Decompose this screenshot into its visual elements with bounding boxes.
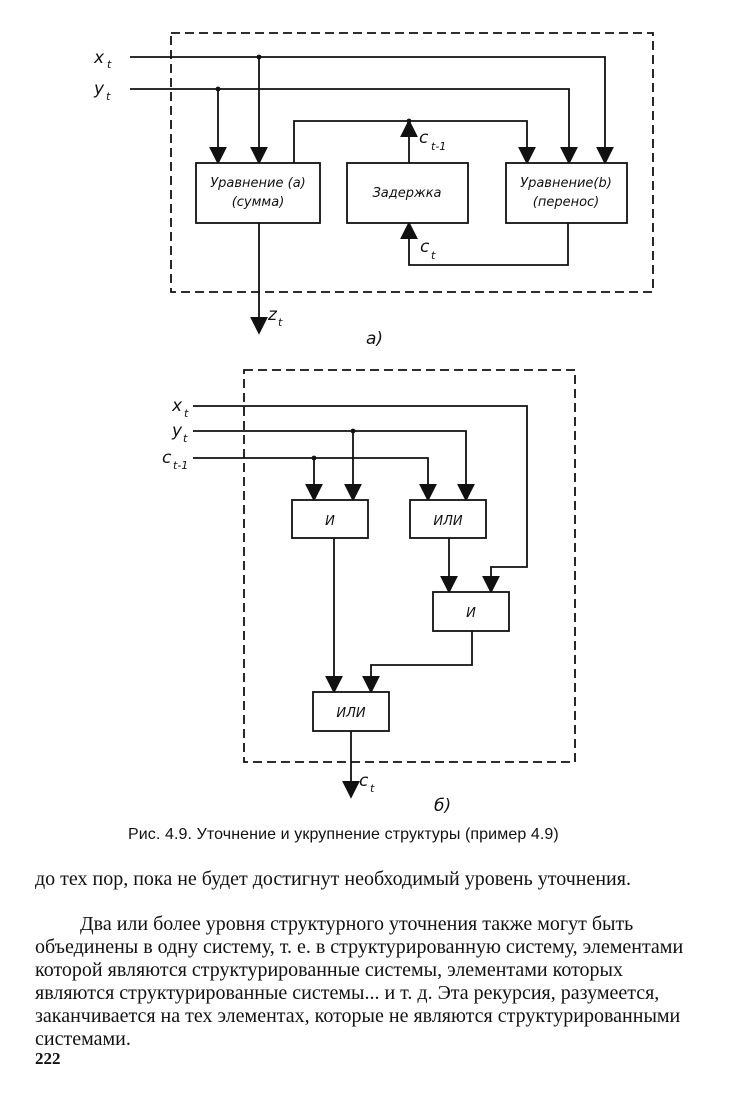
sum-block-line-1: Уравнение (a) [210,176,306,191]
y-input-line-top [130,88,578,165]
top-carry-prev-label: c [419,128,429,148]
body-paragraph-2: Два или более уровня структурного уточне… [35,913,684,1050]
bottom-x-input-label: x [171,396,183,416]
y-junction-dot [215,86,221,92]
bottom-c-input-subscript: t-1 [173,459,188,472]
top-y-input-subscript: t [106,90,111,103]
or-gate-2 [312,691,390,732]
bottom-c-output-subscript: t [370,782,375,795]
top-z-output-subscript: t [278,316,283,329]
c-input-line-bottom [193,457,437,502]
and-gate-1-label: И [325,514,335,529]
bottom-system-boundary [243,369,576,763]
or-gate-2-label: ИЛИ [336,706,366,721]
bottom-y-input-label: y [171,421,183,441]
delay-block-label: Задержка [372,186,441,201]
and2-to-or2-line [362,631,473,694]
or-gate-1 [409,499,487,539]
x-input-line-top [130,56,614,165]
top-carry-current-label: c [420,237,430,257]
body-paragraph-1: до тех пор, пока не будет достигнут необ… [35,868,631,890]
bottom-c-junction-dot [311,455,317,461]
bottom-c-input-label: c [162,448,172,468]
y-input-line-bottom [193,430,475,502]
carry-equation-block [505,162,628,224]
bottom-y-input-subscript: t [183,432,188,445]
bottom-x-input-subscript: t [184,407,189,420]
top-y-input-label: y [93,79,105,99]
carry-block-line-1: Уравнение(b) [520,176,612,191]
page-number: 222 [35,1049,61,1068]
figure-caption: Рис. 4.9. Уточнение и укрупнение структу… [128,826,559,843]
top-z-output-label: z [267,305,278,325]
top-panel-label: а) [366,329,383,349]
carry-block-line-2: (перенос) [533,195,600,210]
top-carry-current-subscript: t [431,249,436,262]
and-gate-2-label: И [466,606,476,621]
bottom-c-output-label: c [359,771,369,791]
top-x-input-label: x [93,48,105,68]
sum-equation-block [195,162,321,224]
carry-prev-line-top [293,120,536,165]
delay-block [346,162,469,224]
or-gate-1-label: ИЛИ [433,514,463,529]
carry-junction-dot [406,118,412,124]
and-gate-1 [291,499,369,539]
top-x-input-subscript: t [107,58,112,71]
bottom-panel-label: б) [434,796,451,816]
sum-block-line-2: (сумма) [232,195,285,210]
and-gate-2 [432,591,510,632]
bottom-y-junction-dot [350,428,356,434]
x-junction-dot [256,54,262,60]
carry-to-delay-line [400,221,569,266]
top-system-boundary [170,32,654,293]
top-carry-prev-subscript: t-1 [431,140,446,153]
x-input-line-bottom [193,405,528,594]
